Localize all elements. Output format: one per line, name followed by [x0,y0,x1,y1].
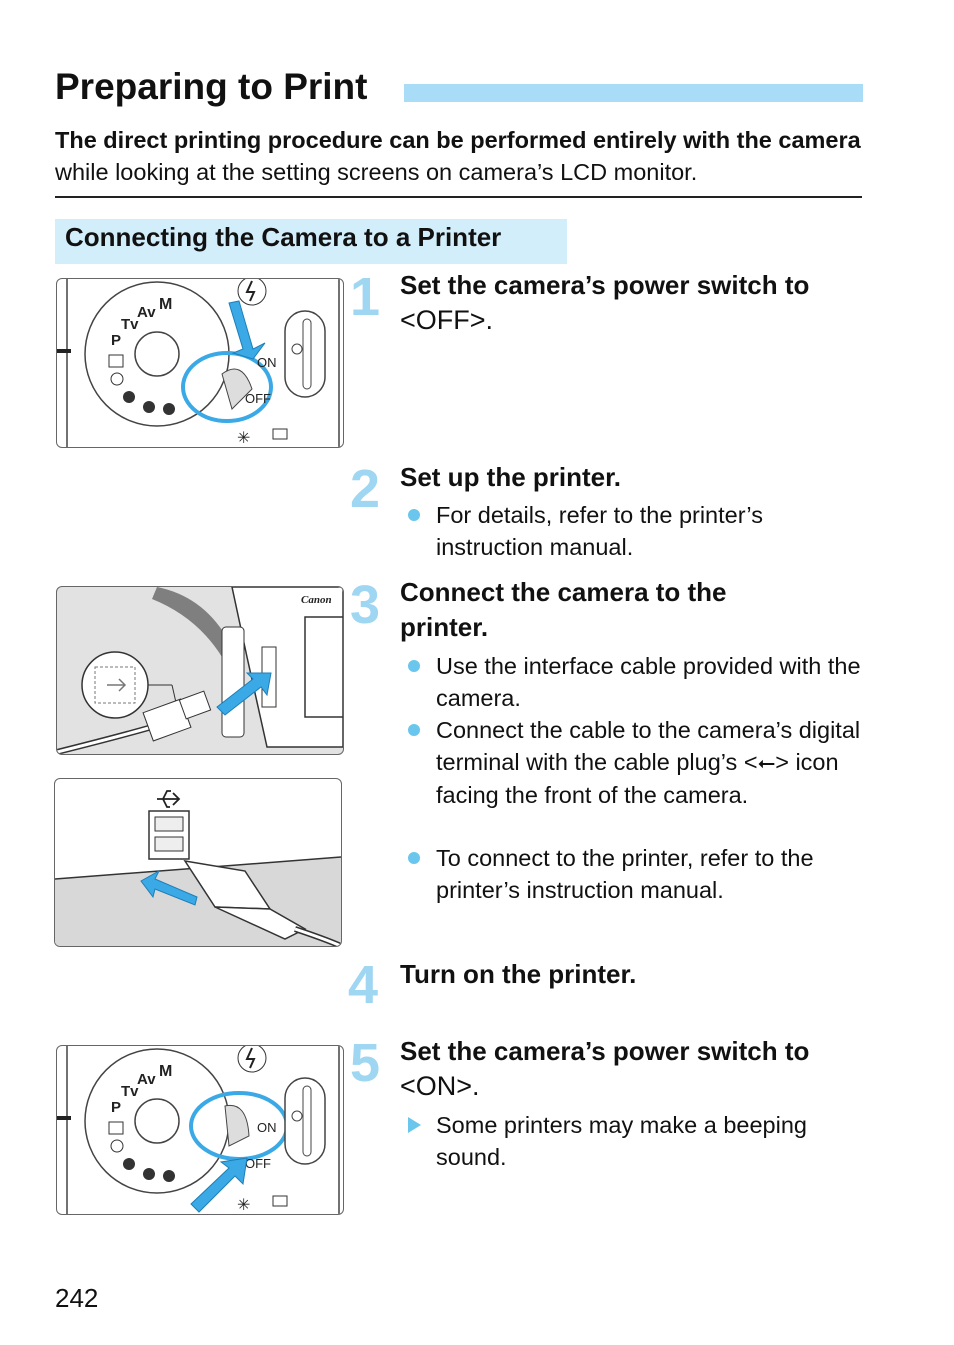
arrow-insert-icon [140,869,198,906]
section-title: Connecting the Camera to a Printer [65,222,502,252]
step-5-result: Some printers may make a beeping sound. [408,1109,856,1173]
step-3-bullet-3-text: To connect to the printer, refer to the … [436,845,814,903]
step-3-bullet-2: Connect the cable to the camera’s digita… [408,714,861,811]
result-arrow-icon [408,1117,421,1133]
arrow-insert-icon [216,672,272,716]
step-number-2: 2 [350,459,381,519]
dial-label-av: Av [137,304,156,321]
section-header: Connecting the Camera to a Printer [55,219,567,264]
illustration-camera-cable: Canon [56,586,344,755]
step-1-title: Set the camera’s power switch to <OFF>. [400,268,870,338]
step-1-title-line2: <OFF>. [400,305,494,335]
switch-off-label: OFF [245,1156,271,1171]
step-3-bullet-2-text-b: icon facing the front of the camera. [436,749,839,808]
usb-icon [107,678,127,692]
dial-label-tv: Tv [121,316,139,333]
page-number: 242 [55,1283,99,1313]
bullet-dot-icon [408,724,420,736]
divider [55,196,862,198]
dial-label-p: P [111,1099,121,1116]
arrow-up-icon [190,1157,248,1213]
asterisk-icon: ✳ [237,428,250,447]
step-5-title-line2: <ON>. [400,1071,480,1101]
illustration-power-off: M Av Tv P ON OFF ✳ [56,278,344,448]
usb-symbol-icon [157,790,181,808]
af-point-icon [272,1195,288,1207]
dial-label-av: Av [137,1071,156,1088]
step-2-bullet-text: For details, refer to the printer’s inst… [436,502,763,560]
step-5-title: Set the camera’s power switch to <ON>. [400,1034,870,1104]
step-5-title-line1: Set the camera’s power switch to [400,1036,810,1066]
page-title: Preparing to Print [55,66,368,107]
step-3-bullet-2-text-a: Connect the cable to the camera’s digita… [436,717,861,775]
intro-bold-text: The direct printing procedure can be per… [55,127,861,153]
bullet-dot-icon [408,509,420,521]
illustration-power-on: M Av Tv P ON OFF ✳ [56,1045,344,1215]
usb-symbol-icon: ⭠ [757,750,776,775]
step-3-bullet-1: Use the interface cable provided with th… [408,650,861,714]
switch-off-label: OFF [245,391,271,406]
bullet-dot-icon [408,852,420,864]
step-number-1: 1 [350,267,381,327]
intro-paragraph: The direct printing procedure can be per… [55,124,865,188]
illustration-usb-port [54,778,342,947]
af-point-icon [272,428,288,440]
step-2-title: Set up the printer. [400,462,622,492]
flash-icon [245,280,256,302]
flash-icon [245,1047,256,1069]
dial-label-tv: Tv [121,1083,139,1100]
dial-label-m: M [159,296,172,313]
off-highlight-ring [181,351,273,423]
step-number-3: 3 [350,575,381,635]
brand-logo: Canon [301,594,332,606]
step-number-5: 5 [350,1033,381,1093]
intro-rest-text: while looking at the setting screens on … [55,159,698,185]
switch-on-label: ON [257,1120,277,1135]
switch-on-label: ON [257,355,277,370]
step-3-bullet-1-text: Use the interface cable provided with th… [436,653,861,711]
step-3-title: Connect the camera to the printer. [400,577,727,642]
dial-label-m: M [159,1063,172,1080]
step-2-bullet: For details, refer to the printer’s inst… [408,499,856,563]
asterisk-icon: ✳ [237,1195,250,1214]
title-accent-bar [404,84,863,102]
arrow-down-icon [228,300,266,360]
step-3-bullet-3: To connect to the printer, refer to the … [408,842,861,906]
step-4-title: Turn on the printer. [400,959,637,989]
bullet-dot-icon [408,660,420,672]
step-number-4: 4 [348,955,379,1015]
step-1-title-line1: Set the camera’s power switch to [400,270,810,300]
dial-label-p: P [111,332,121,349]
step-5-result-text: Some printers may make a beeping sound. [436,1112,807,1170]
